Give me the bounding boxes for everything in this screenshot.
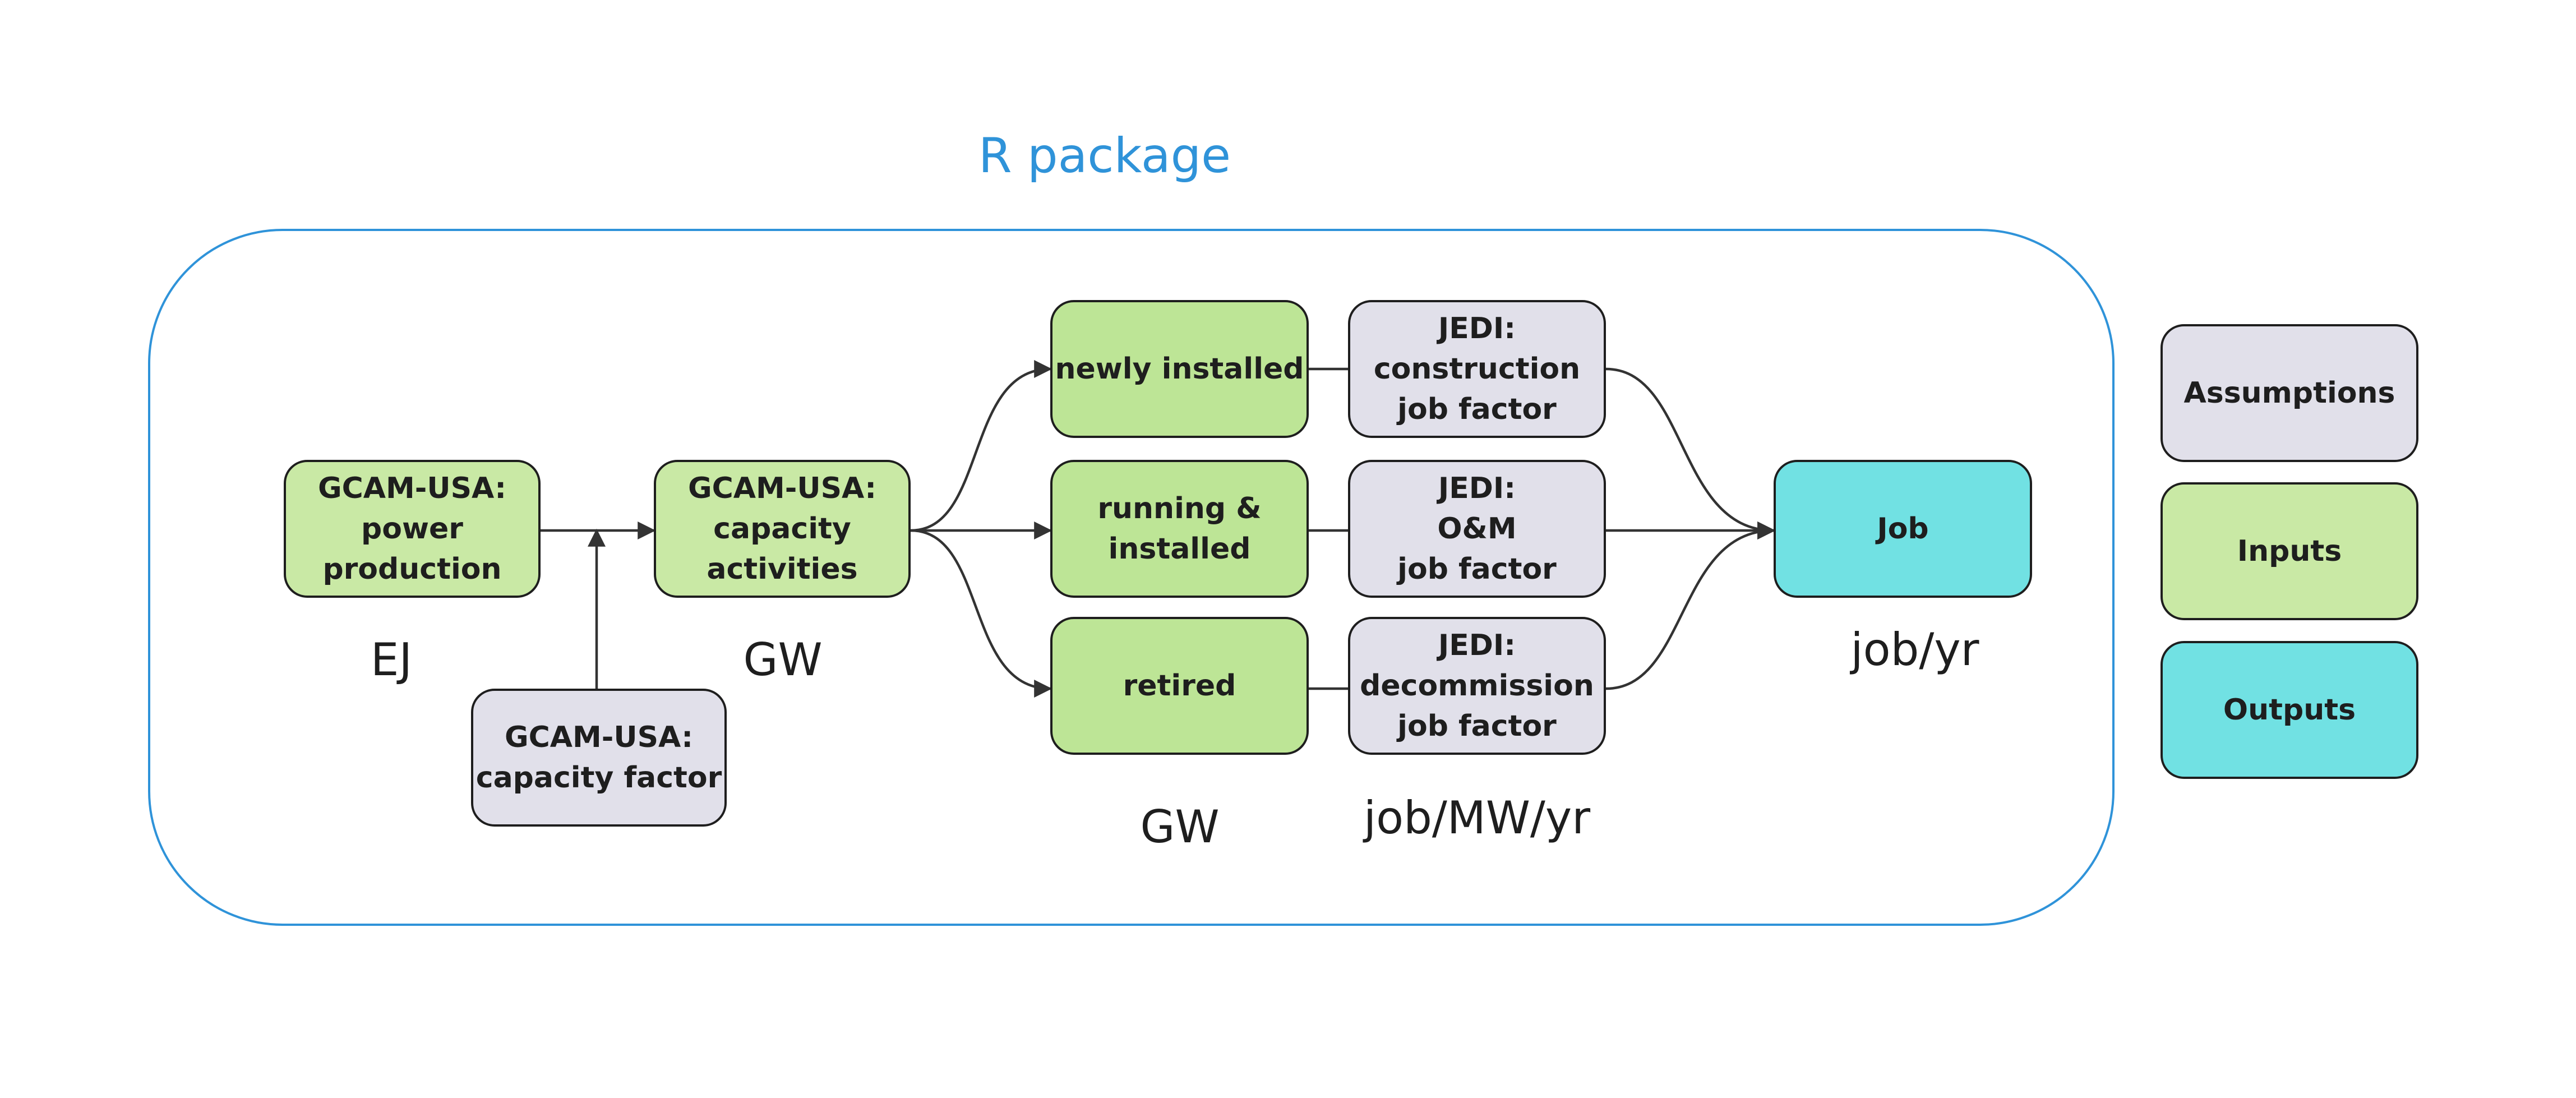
legend-assumptions: Assumptions [2160, 324, 2418, 462]
unit-gw-capacity: GW [743, 634, 823, 686]
unit-ej: EJ [370, 634, 413, 686]
unit-gw-status: GW [1140, 801, 1220, 853]
node-power-production: GCAM-USA: power production [284, 460, 541, 598]
edge-jedi-decommission-to-job [1605, 522, 1776, 690]
edge-capacity-to-newly [910, 360, 1052, 532]
node-jedi-decommission: JEDI: decommission job factor [1348, 617, 1606, 755]
package-frame [148, 229, 2115, 926]
unit-job-yr: job/yr [1850, 624, 1979, 676]
package-title: R package [978, 128, 1231, 184]
node-retired: retired [1050, 617, 1309, 755]
node-job: Job [1774, 460, 2032, 598]
node-jedi-om: JEDI: O&M job factor [1348, 460, 1606, 598]
legend-inputs: Inputs [2160, 482, 2418, 620]
legend-outputs: Outputs [2160, 641, 2418, 779]
edge-capacity-to-retired [910, 529, 1052, 698]
node-jedi-construction: JEDI: construction job factor [1348, 300, 1606, 438]
edge-jedi-construction-to-job [1605, 367, 1776, 539]
node-running-installed: running & installed [1050, 460, 1309, 598]
node-capacity-activities: GCAM-USA: capacity activities [654, 460, 911, 598]
node-newly-installed: newly installed [1050, 300, 1309, 438]
unit-job-mw-yr: job/MW/yr [1363, 792, 1591, 844]
node-capacity-factor: GCAM-USA: capacity factor [471, 689, 727, 827]
